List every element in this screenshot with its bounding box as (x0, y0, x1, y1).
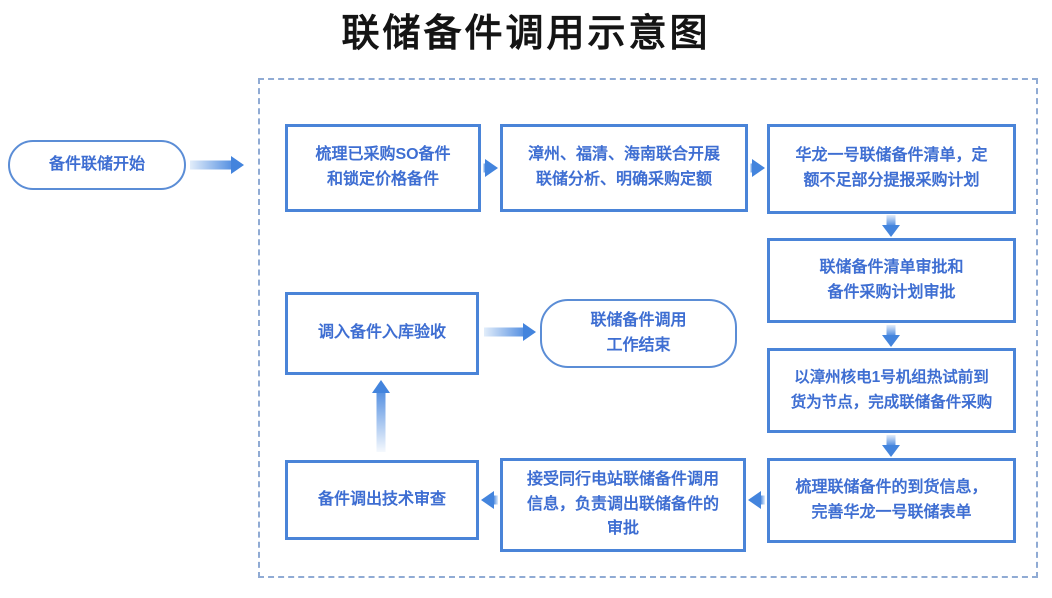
arrow-shaft (761, 495, 765, 505)
arrow-head (485, 159, 498, 177)
arrow-shaft (190, 160, 231, 170)
arrow-step5-to-step6-icon (882, 435, 900, 457)
flow-step-arrival-info-form: 梳理联储备件的到货信息， 完善华龙一号联储表单 (767, 458, 1016, 543)
arrow-step6-to-step7-icon (748, 491, 765, 509)
flow-step-transfer-out-tech-review: 备件调出技术审查 (285, 460, 479, 540)
arrow-shaft (483, 163, 485, 173)
arrow-shaft (484, 327, 523, 337)
arrow-step9-to-end-icon (484, 323, 536, 341)
arrow-head (882, 335, 900, 347)
flow-step-list-and-plan-approval: 联储备件清单审批和 备件采购计划审批 (767, 238, 1016, 323)
process-boundary-frame (258, 78, 1038, 578)
arrow-shaft (750, 163, 752, 173)
flow-step-dispatch-request-approval: 接受同行电站联储备件调用 信息，负责调出联储备件的 审批 (500, 458, 746, 552)
arrow-shaft (886, 435, 896, 445)
arrow-head (882, 225, 900, 237)
arrow-step1-to-step2-icon (483, 159, 498, 177)
arrow-shaft (886, 325, 896, 335)
arrow-head (748, 491, 761, 509)
end-terminator: 联储备件调用 工作结束 (540, 299, 737, 368)
arrow-head (481, 491, 494, 509)
arrow-step4-to-step5-icon (882, 325, 900, 347)
arrow-head (523, 323, 536, 341)
arrow-head (752, 159, 765, 177)
arrow-head (882, 445, 900, 457)
flow-step-warehouse-acceptance: 调入备件入库验收 (285, 292, 479, 375)
start-terminator: 备件联储开始 (8, 140, 186, 190)
arrow-shaft (376, 393, 386, 452)
flow-step-hualong-one-list: 华龙一号联储备件清单，定 额不足部分提报采购计划 (767, 124, 1016, 214)
arrow-step8-to-step9-icon (372, 380, 390, 452)
arrow-start-to-step1-icon (190, 156, 244, 174)
arrow-head (231, 156, 244, 174)
flow-step-joint-storage-analysis: 漳州、福清、海南联合开展 联储分析、明确采购定额 (500, 124, 748, 212)
arrow-step7-to-step8-icon (481, 491, 498, 509)
flow-step-complete-procurement: 以漳州核电1号机组热试前到 货为节点，完成联储备件采购 (767, 348, 1016, 433)
arrow-shaft (494, 495, 498, 505)
flow-step-sort-purchased-so-parts: 梳理已采购SO备件 和锁定价格备件 (285, 124, 481, 212)
page-title: 联储备件调用示意图 (341, 13, 711, 55)
arrow-step3-to-step4-icon (882, 215, 900, 237)
arrow-shaft (886, 215, 896, 225)
arrow-step2-to-step3-icon (750, 159, 765, 177)
arrow-head (372, 380, 390, 393)
